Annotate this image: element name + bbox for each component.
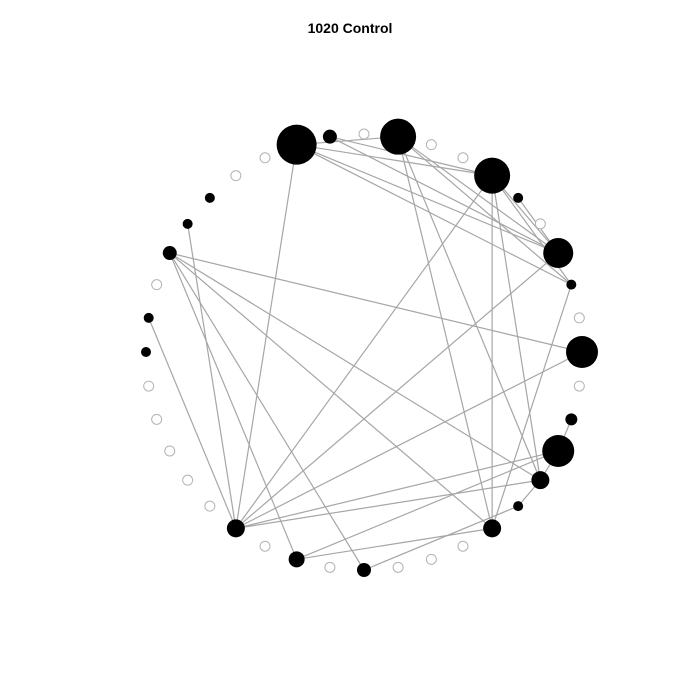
node-n22 (573, 380, 585, 392)
node-n21 (566, 336, 598, 368)
graph-title: 1020 Control (307, 20, 393, 36)
edge-n10-n15 (329, 136, 493, 177)
edge-n35-n5 (187, 223, 237, 529)
edge-n9-n19 (296, 144, 572, 286)
edge-n18-n12 (397, 136, 559, 254)
node-n20 (573, 312, 585, 324)
node-n40 (143, 380, 155, 392)
node-n17 (534, 218, 546, 230)
node-n34 (259, 540, 271, 552)
node-n14 (457, 152, 469, 164)
edge-n35-n2 (148, 317, 237, 529)
node-n25 (531, 471, 550, 490)
edge-n31-n4 (169, 252, 365, 571)
edge-n4-n21 (169, 252, 583, 353)
edge-n33-n24 (296, 450, 559, 560)
edge-n4-n25 (169, 252, 541, 481)
node-n38 (164, 445, 176, 457)
node-n1 (141, 347, 151, 357)
node-n18 (543, 238, 574, 269)
node-n16 (513, 192, 524, 203)
node-n9 (276, 124, 317, 165)
node-n39 (151, 413, 163, 425)
node-layer (141, 118, 598, 577)
edge-n35-n21 (235, 351, 583, 529)
node-n6 (204, 192, 215, 203)
node-n32 (324, 561, 336, 573)
node-n4 (162, 246, 177, 261)
node-n23 (565, 413, 578, 426)
edge-n35-n18 (235, 252, 559, 529)
edge-n33-n4 (169, 252, 298, 560)
edge-n9-n18 (296, 144, 559, 254)
edge-n33-n27 (296, 527, 493, 560)
node-n37 (182, 474, 194, 486)
edge-n9-n15 (296, 144, 493, 177)
node-n27 (483, 519, 502, 538)
node-n33 (288, 551, 305, 568)
edge-n35-n24 (235, 450, 559, 529)
node-n28 (457, 540, 469, 552)
node-n24 (542, 434, 575, 467)
edge-n25-n15 (491, 175, 541, 481)
node-n31 (357, 563, 371, 577)
node-n2 (143, 312, 154, 323)
node-n13 (425, 139, 437, 151)
edge-n19-n12 (397, 136, 572, 286)
node-n7 (230, 170, 242, 182)
node-n29 (425, 553, 437, 565)
edge-n25-n12 (397, 136, 541, 481)
node-n35 (226, 519, 245, 538)
node-n30 (392, 561, 404, 573)
edge-n31-n26 (363, 505, 519, 571)
node-n10 (322, 129, 337, 144)
edge-n4-n27 (169, 252, 493, 529)
node-n15 (474, 157, 511, 194)
node-n5 (182, 218, 193, 229)
edge-layer (148, 136, 583, 571)
node-n19 (566, 279, 577, 290)
edge-n10-n18 (329, 136, 559, 254)
node-n26 (513, 501, 524, 512)
node-n3 (151, 279, 163, 291)
edge-n35-n25 (235, 479, 541, 529)
node-n12 (380, 118, 417, 155)
node-n8 (259, 152, 271, 164)
edge-n35-n9 (235, 144, 298, 529)
node-n36 (204, 500, 216, 512)
edge-n27-n19 (491, 284, 572, 529)
edge-n35-n15 (235, 175, 493, 529)
node-n11 (358, 128, 370, 140)
edge-n27-n12 (397, 136, 493, 529)
